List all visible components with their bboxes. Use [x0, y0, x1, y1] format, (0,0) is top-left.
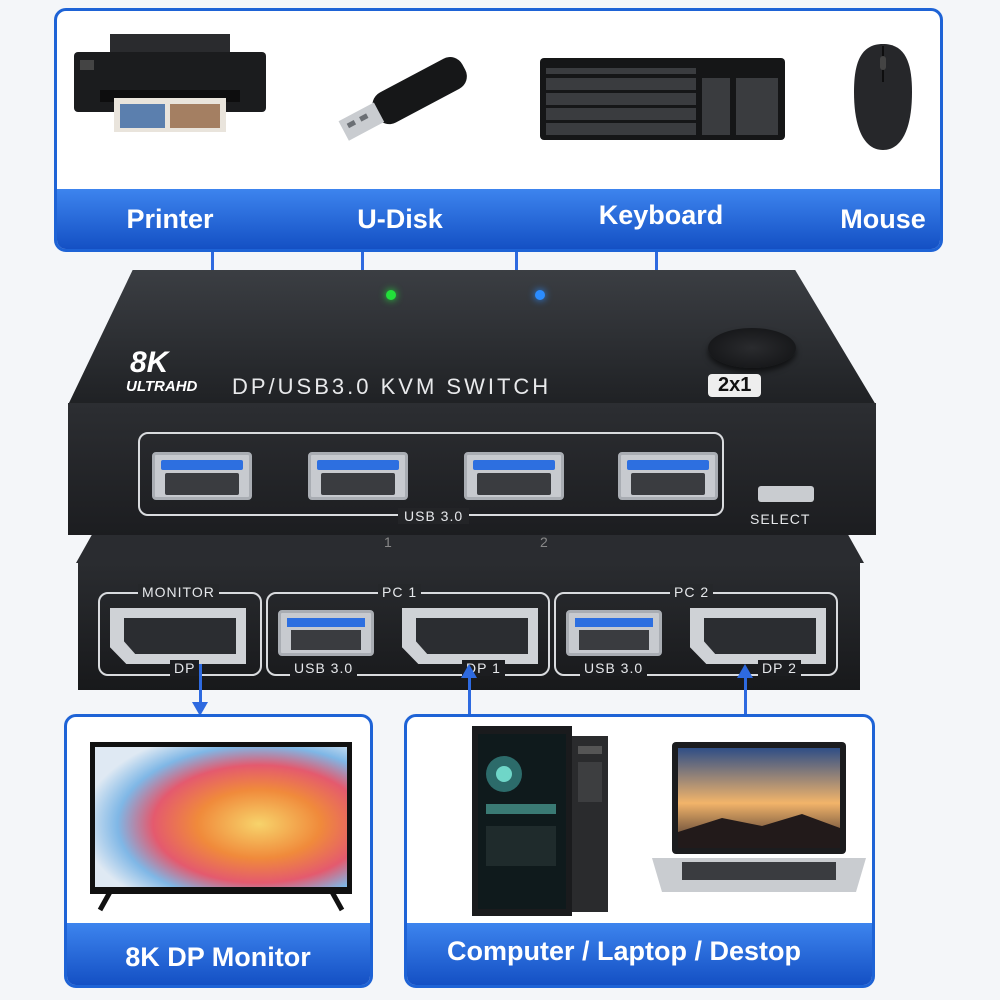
pc2-label: PC 2	[670, 584, 714, 600]
monitor-label-bar	[67, 923, 370, 985]
indicator-1: 1	[384, 534, 393, 550]
pc1-usb-port[interactable]	[278, 610, 374, 656]
pc2-arrow-head	[737, 664, 753, 678]
monitor-port-label: DP	[170, 660, 200, 676]
model-badge: 2x1	[708, 374, 762, 397]
pc1-arrow-head	[461, 664, 477, 678]
keyboard-icon	[540, 58, 785, 140]
kvm-rear-top	[76, 535, 864, 563]
computers-panel-label: Computer / Laptop / Destop	[447, 936, 801, 966]
pc2-arrow	[744, 676, 747, 716]
computers-label-bar	[407, 923, 872, 985]
pc2-led	[535, 290, 545, 300]
mouse-icon	[854, 44, 912, 150]
monitor-panel-label: 8K DP Monitor	[125, 942, 311, 972]
select-label: SELECT	[750, 511, 811, 527]
keyboard-label: Keyboard	[598, 200, 724, 230]
brand-ultrahd: ULTRAHD	[126, 378, 198, 395]
udisk-label: U-Disk	[357, 204, 443, 234]
model-text: DP/USB3.0 KVM SWITCH	[232, 374, 552, 399]
usb-disk-icon	[338, 57, 467, 141]
monitor-icon	[90, 742, 352, 912]
mouse-label: Mouse	[840, 204, 926, 234]
front-usb-port-2[interactable]	[308, 452, 408, 500]
monitor-label: MONITOR	[138, 584, 219, 600]
front-usb-port-4[interactable]	[618, 452, 718, 500]
pc2-dp-port[interactable]	[690, 608, 826, 664]
select-knob[interactable]	[708, 328, 796, 368]
pc1-arrow	[468, 676, 471, 716]
pc1-led	[386, 290, 396, 300]
pc2-usb-port[interactable]	[566, 610, 662, 656]
desktop-pc-icon	[472, 726, 608, 916]
printer-icon	[74, 34, 266, 132]
pc1-usb-label: USB 3.0	[290, 660, 358, 676]
peripherals-label-bar	[57, 189, 940, 249]
front-usb-port-1[interactable]	[152, 452, 252, 500]
front-usb-port-3[interactable]	[464, 452, 564, 500]
printer-label: Printer	[126, 204, 214, 234]
select-port[interactable]	[758, 486, 814, 502]
pc1-label: PC 1	[378, 584, 422, 600]
laptop-icon	[652, 742, 866, 892]
monitor-arrow	[199, 664, 202, 704]
pc2-usb-label: USB 3.0	[580, 660, 648, 676]
pc2-dp-label: DP 2	[758, 660, 801, 676]
indicator-2: 2	[540, 534, 549, 550]
front-usb-label: USB 3.0	[398, 508, 470, 524]
brand-8k: 8K	[130, 346, 169, 379]
monitor-arrow-head	[192, 702, 208, 716]
monitor-dp-port[interactable]	[110, 608, 246, 664]
pc1-dp-port[interactable]	[402, 608, 538, 664]
